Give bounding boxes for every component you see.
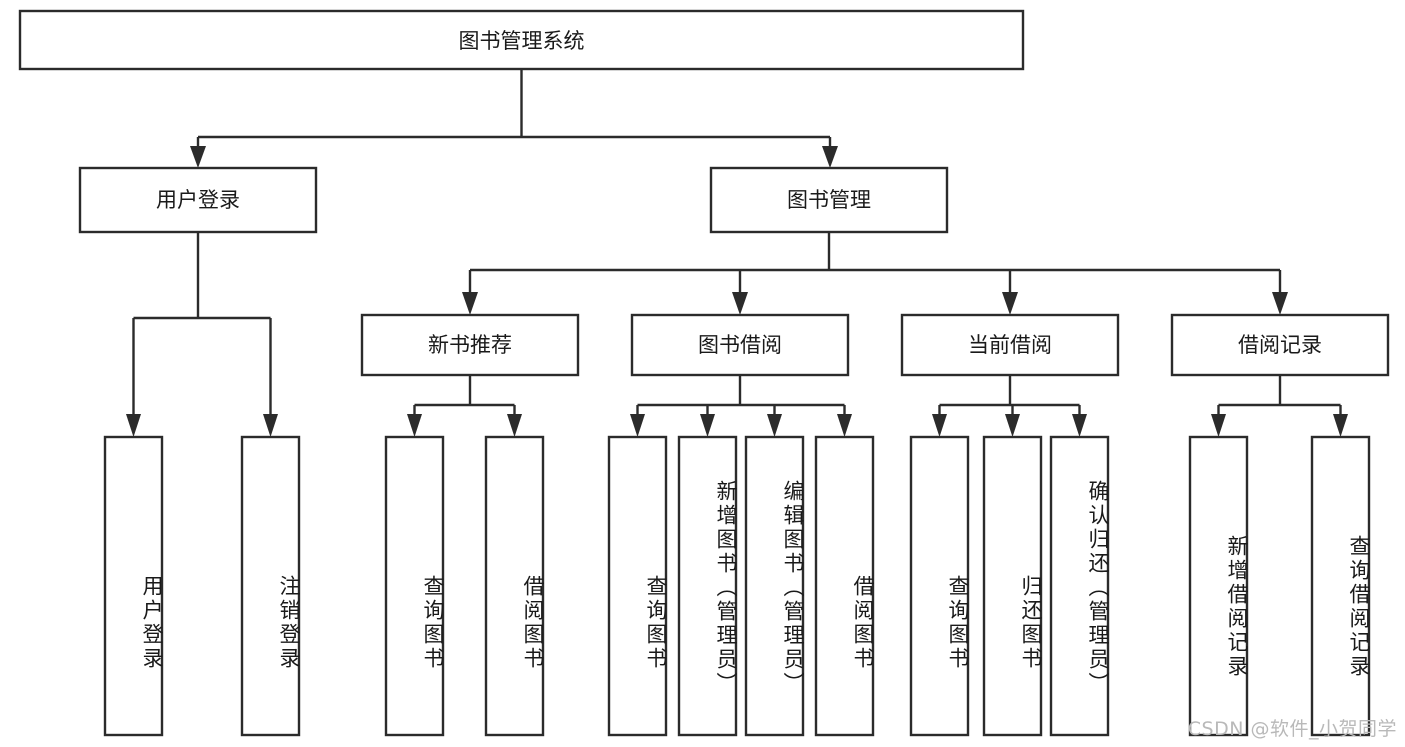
arrow-head-leaf-query-borrow-record xyxy=(1333,414,1348,437)
node-box-leaf-borrow-book-2[interactable] xyxy=(814,435,875,737)
node-box-root[interactable] xyxy=(18,9,1025,71)
node-box-leaf-query-borrow-record[interactable] xyxy=(1310,435,1371,737)
arrow-head-leaf-add-book-admin xyxy=(700,414,715,437)
node-label-user-login: 用户登录 xyxy=(156,188,240,212)
arrow-head-new-book-recommend xyxy=(462,292,478,315)
node-box-leaf-query-book-2[interactable] xyxy=(607,435,668,737)
node-box-leaf-edit-book-admin[interactable] xyxy=(744,435,805,737)
arrow-head-borrow-record xyxy=(1272,292,1288,315)
arrow-head-user-login xyxy=(190,146,206,168)
node-box-leaf-query-book-3[interactable] xyxy=(909,435,970,737)
csdn-watermark: CSDN @软件_小贺同学 xyxy=(1187,718,1397,740)
arrow-head-leaf-query-book-2 xyxy=(630,414,645,437)
arrow-head-current-borrow xyxy=(1002,292,1018,315)
node-box-borrow-record[interactable] xyxy=(1170,313,1390,377)
node-box-leaf-user-login[interactable] xyxy=(103,435,164,737)
node-box-leaf-add-book-admin[interactable] xyxy=(677,435,738,737)
arrow-head-leaf-return-book xyxy=(1005,414,1020,437)
node-box-leaf-borrow-book-1[interactable] xyxy=(484,435,545,737)
arrow-head-leaf-query-book-3 xyxy=(932,414,947,437)
node-label-borrow-record: 借阅记录 xyxy=(1238,333,1322,357)
node-box-current-borrow[interactable] xyxy=(900,313,1120,377)
arrow-head-leaf-user-logout xyxy=(263,414,278,437)
node-box-leaf-query-book-1[interactable] xyxy=(384,435,445,737)
node-box-user-login[interactable] xyxy=(78,166,318,234)
arrow-head-leaf-add-borrow-record xyxy=(1211,414,1226,437)
arrow-head-leaf-confirm-return-admin xyxy=(1072,414,1087,437)
node-box-leaf-confirm-return-admin[interactable] xyxy=(1049,435,1110,737)
node-label-book-management: 图书管理 xyxy=(787,188,871,212)
arrow-head-book-management xyxy=(822,146,838,168)
node-box-leaf-user-logout[interactable] xyxy=(240,435,301,737)
node-label-current-borrow: 当前借阅 xyxy=(968,333,1052,357)
node-label-book-borrow: 图书借阅 xyxy=(698,333,782,357)
arrow-head-book-borrow xyxy=(732,292,748,315)
node-box-new-book-recommend[interactable] xyxy=(360,313,580,377)
node-label-new-book-recommend: 新书推荐 xyxy=(428,333,512,357)
arrow-head-leaf-query-book-1 xyxy=(407,414,422,437)
node-box-book-management[interactable] xyxy=(709,166,949,234)
arrow-head-leaf-user-login xyxy=(126,414,141,437)
node-box-leaf-return-book[interactable] xyxy=(982,435,1043,737)
node-box-book-borrow[interactable] xyxy=(630,313,850,377)
arrow-head-leaf-borrow-book-1 xyxy=(507,414,522,437)
node-label-root: 图书管理系统 xyxy=(459,29,585,53)
arrow-head-leaf-edit-book-admin xyxy=(767,414,782,437)
connector-layer xyxy=(126,69,1348,437)
node-layer: 图书管理系统 用户登录 图书管理 新书推荐 图书借阅 当前借阅 借阅记录 xyxy=(18,9,1390,737)
node-box-leaf-add-borrow-record[interactable] xyxy=(1188,435,1249,737)
arrow-head-leaf-borrow-book-2 xyxy=(837,414,852,437)
